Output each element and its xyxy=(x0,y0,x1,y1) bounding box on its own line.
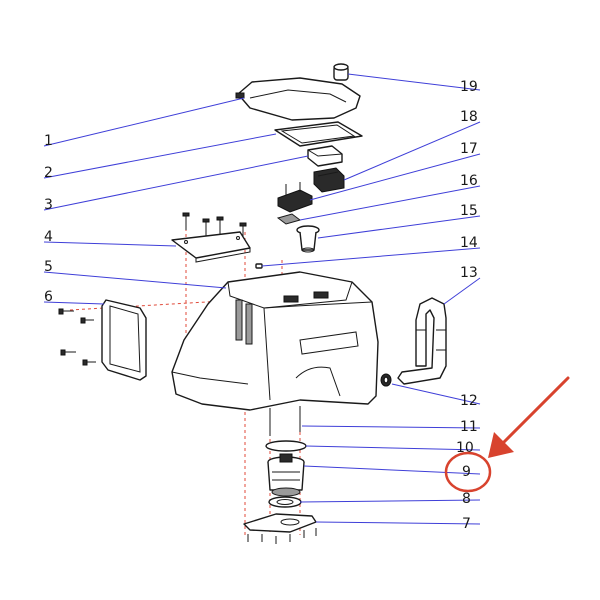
callout-11: 11 xyxy=(460,419,478,435)
callout-3: 3 xyxy=(44,197,53,213)
callout-15: 15 xyxy=(460,203,478,219)
part-6-screws xyxy=(58,308,96,366)
part-19-cap xyxy=(333,63,349,81)
part-14-pin xyxy=(255,263,263,269)
callout-12: 12 xyxy=(460,393,478,409)
part-6-side-panel xyxy=(58,299,147,381)
part-1-top-cover xyxy=(235,77,361,121)
callout-8: 8 xyxy=(462,491,471,507)
callout-16: 16 xyxy=(460,173,478,189)
part-9-pump xyxy=(267,453,305,497)
callout-9: 9 xyxy=(462,464,471,480)
part-2-gasket xyxy=(274,121,363,147)
part-3-filter-block xyxy=(307,145,343,167)
highlight-circle xyxy=(444,451,492,493)
callout-19: 19 xyxy=(460,79,478,95)
part-5-main-housing xyxy=(171,271,379,411)
callout-17: 17 xyxy=(460,141,478,157)
callout-18: 18 xyxy=(460,109,478,125)
part-7-base-plate xyxy=(243,513,317,544)
part-17-bracket xyxy=(277,182,313,213)
part-13-hose xyxy=(397,297,447,385)
highlight-arrow-head xyxy=(488,432,514,458)
part-12-grommet xyxy=(380,373,392,387)
part-8-ring xyxy=(268,496,302,508)
callout-numbers-left: 1 2 3 4 5 6 xyxy=(44,133,53,305)
part-11-rods xyxy=(269,406,301,436)
highlight-annotation xyxy=(444,376,570,493)
callout-7: 7 xyxy=(462,516,471,532)
callout-2: 2 xyxy=(44,165,53,181)
part-7-screws xyxy=(247,528,317,544)
part-10-disc xyxy=(265,440,307,452)
callout-numbers-right: 7 8 9 10 11 12 13 14 15 16 17 18 19 xyxy=(456,79,478,532)
callout-5: 5 xyxy=(44,259,53,275)
callout-6: 6 xyxy=(44,289,53,305)
callout-13: 13 xyxy=(460,265,478,281)
callout-4: 4 xyxy=(44,229,53,245)
callout-1: 1 xyxy=(44,133,53,149)
part-15-sleeve xyxy=(296,225,320,253)
callout-14: 14 xyxy=(460,235,478,251)
part-4-lid-plate xyxy=(171,212,251,263)
highlight-arrow-shaft xyxy=(498,376,570,448)
part-18-module xyxy=(313,167,345,193)
part-16-plate xyxy=(276,213,302,225)
leader-lines xyxy=(43,73,481,525)
